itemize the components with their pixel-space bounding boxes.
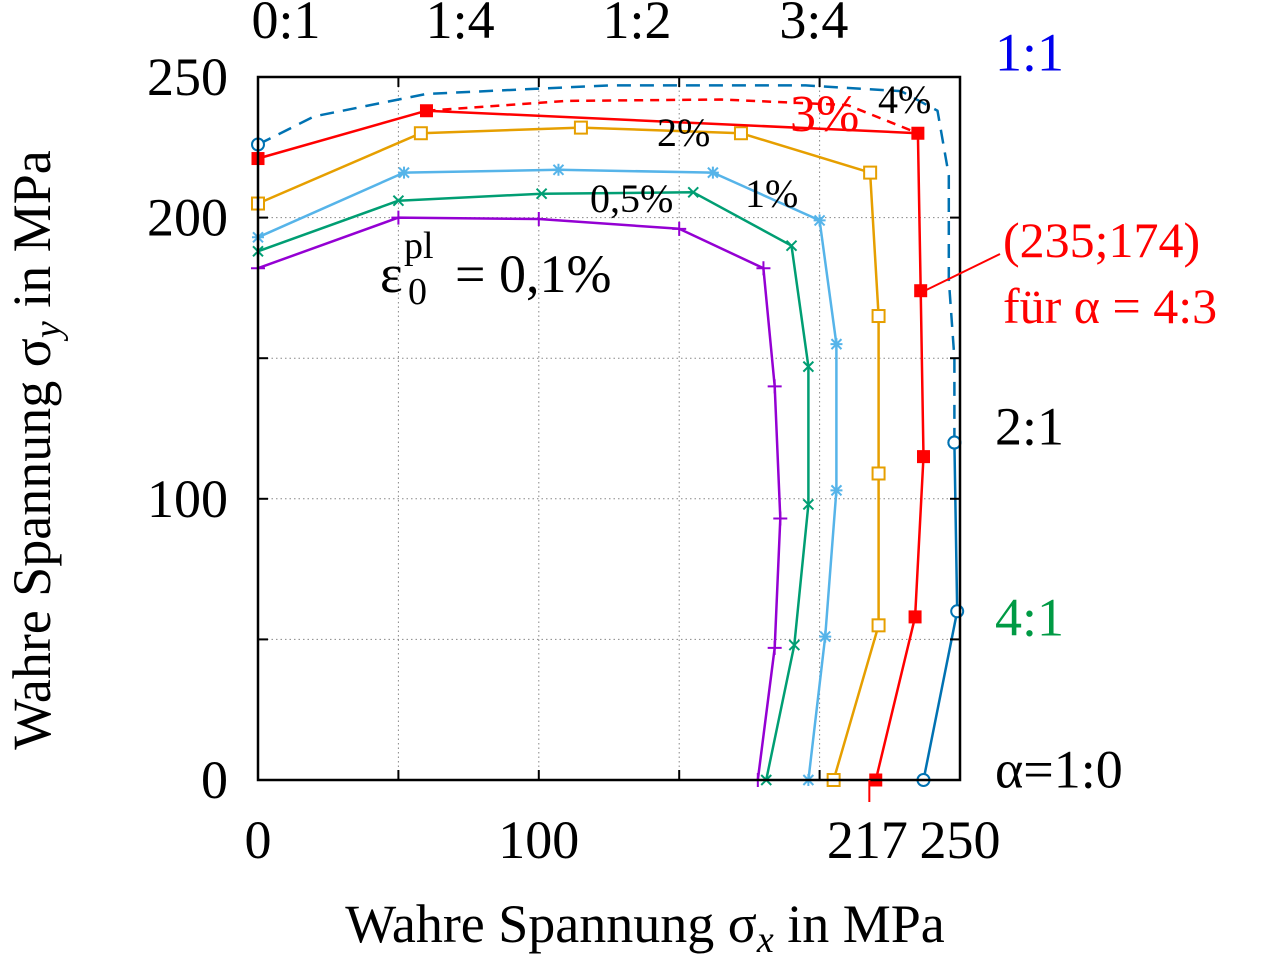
series-line [426, 98, 919, 135]
x-tick-label: 0 [245, 810, 272, 870]
ratio-label-right: 4:1 [995, 588, 1064, 648]
ratio-label-top: 3:4 [779, 0, 848, 50]
data-point-marker [392, 195, 405, 207]
data-point-marker [863, 165, 878, 180]
data-point-marker [767, 640, 782, 655]
series-line [257, 84, 956, 443]
data-point-marker [802, 498, 815, 511]
data-point-marker [413, 126, 428, 141]
y-tick-label: 0 [201, 750, 228, 810]
x-tick-label: 250 [920, 810, 1001, 870]
data-point-marker [535, 187, 548, 200]
data-point-marker [573, 120, 588, 135]
data-point-marker [871, 309, 886, 324]
annotation: (235;174) für α = 4:3 [868, 212, 1217, 802]
x-axis-label: Wahre Spannung σx in MPa [345, 894, 945, 956]
axis-labels: Wahre Spannung σx in MPa Wahre Spannung σ… [2, 150, 945, 956]
plot-frame [256, 75, 962, 782]
x-tick-label: 100 [498, 810, 579, 870]
epsilon-sub: 0 [408, 271, 427, 313]
data-point-marker [773, 511, 788, 526]
ratio-label-right: 1:1 [995, 23, 1064, 83]
series-1 [252, 186, 815, 786]
data-point-marker [785, 240, 798, 252]
data-point-marker [830, 484, 843, 497]
data-point-marker [756, 261, 771, 276]
series-label: 1% [745, 171, 798, 216]
data-point-marker [916, 450, 930, 464]
y-tick-label: 100 [147, 469, 228, 529]
data-point-marker [950, 604, 965, 619]
data-point-marker [391, 210, 406, 225]
ratio-label-top: 1:2 [602, 0, 671, 50]
annotation-line1: (235;174) [1003, 212, 1200, 268]
data-point-marker [802, 360, 815, 373]
data-point-marker [531, 212, 546, 227]
series-label: 4% [878, 77, 931, 122]
data-point-marker [672, 221, 687, 236]
series-7 [916, 435, 965, 787]
data-point-marker [706, 166, 719, 179]
ratio-label-top: 0:1 [251, 0, 320, 50]
data-point-marker [871, 466, 886, 481]
data-point-marker [819, 630, 832, 643]
data-point-marker [871, 618, 886, 633]
data-point-marker [767, 379, 782, 394]
data-point-marker [813, 214, 826, 227]
series-0 [251, 210, 788, 787]
data-point-marker [947, 435, 962, 450]
ratio-labels: 0:1 1:4 1:2 3:4 1:1 2:1 4:1 α=1:0 [251, 0, 1122, 800]
plot-border [256, 75, 962, 782]
series-label: 2% [657, 110, 710, 155]
epsilon-rest: = 0,1% [455, 244, 611, 304]
data-point-marker [687, 186, 699, 198]
annotation-line2: für α = 4:3 [1003, 278, 1217, 334]
ratio-label-right: 2:1 [995, 397, 1064, 457]
y-tick-label: 200 [147, 188, 228, 248]
series-5 [426, 98, 919, 135]
ratio-label-top: 1:4 [426, 0, 495, 50]
annotation-leader [924, 253, 1001, 292]
data-point-marker [830, 338, 843, 351]
y-axis-label: Wahre Spannung σy in MPa [2, 150, 69, 750]
data-point-marker [398, 166, 411, 179]
epsilon-base: ε [380, 244, 403, 304]
y-tick-label: 250 [147, 47, 228, 107]
epsilon-sup: pl [404, 225, 434, 267]
series-label: 0,5% [590, 176, 673, 221]
x-tick-label: 217 [827, 810, 908, 870]
data-point-marker [788, 639, 801, 651]
series-label: 3% [790, 86, 859, 143]
data-point-marker [552, 163, 565, 176]
ratio-label-right: α=1:0 [995, 740, 1123, 800]
data-point-marker [908, 610, 922, 624]
data-point-marker [733, 126, 748, 141]
